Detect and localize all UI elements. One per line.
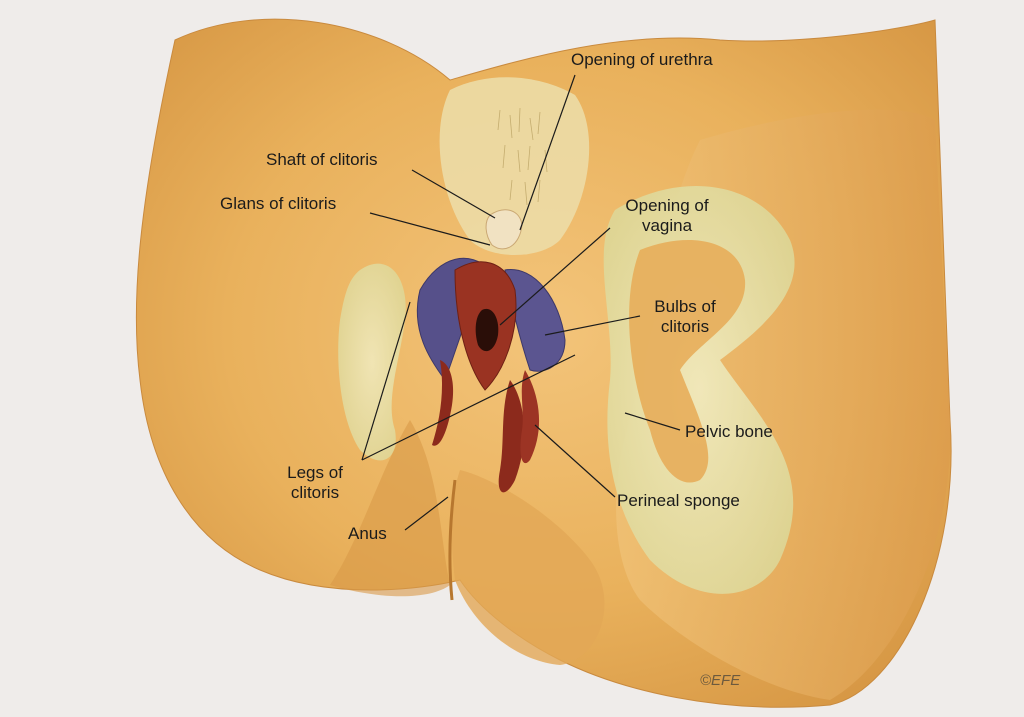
buttock-left (330, 420, 450, 597)
pubic-area (439, 77, 590, 256)
leader-urethra (519, 74, 576, 231)
label-opening-vagina: Opening of vagina (612, 196, 722, 236)
label-bulbs-line1: Bulbs of (654, 297, 716, 316)
label-glans-clitoris: Glans of clitoris (220, 194, 337, 213)
leader-legs-a (361, 301, 411, 461)
vaginal-opening (475, 308, 499, 352)
leader-pelvic (624, 412, 681, 431)
leader-lines (361, 74, 681, 531)
leader-shaft (411, 169, 496, 219)
label-pelvic-bone: Pelvic bone (685, 422, 773, 441)
label-opening-vagina-line2: vagina (641, 216, 693, 235)
buttock-right (451, 470, 605, 665)
leader-vagina (499, 227, 611, 326)
label-bulbs-line2: clitoris (660, 317, 710, 336)
label-opening-urethra: Opening of urethra (571, 50, 713, 69)
leg-left-tissue (432, 360, 454, 446)
leader-perineal (534, 424, 616, 498)
copyright-mark: ©EFE (700, 672, 741, 689)
label-bulbs-clitoris: Bulbs of clitoris (640, 297, 730, 337)
label-perineal-sponge: Perineal sponge (617, 491, 740, 510)
leader-anus (404, 496, 449, 531)
leg-right-tissue (520, 370, 540, 464)
leader-bulbs (544, 315, 641, 336)
pubic-hair (497, 107, 548, 206)
leader-glans (369, 212, 491, 246)
label-legs-line1: Legs of (287, 463, 343, 482)
leader-legs-b (361, 354, 576, 461)
pelvic-bone-left (338, 263, 406, 461)
label-anus: Anus (348, 524, 387, 543)
label-legs-line2: clitoris (290, 483, 340, 502)
gluteal-cleft (448, 479, 457, 601)
pelvic-bone-right-inner (629, 240, 746, 483)
label-opening-vagina-line1: Opening of (625, 196, 709, 215)
label-legs-clitoris: Legs of clitoris (275, 463, 355, 503)
clitoral-hood (485, 209, 523, 250)
perineal-sponge-tissue (498, 380, 525, 493)
label-shaft-clitoris: Shaft of clitoris (266, 150, 378, 169)
